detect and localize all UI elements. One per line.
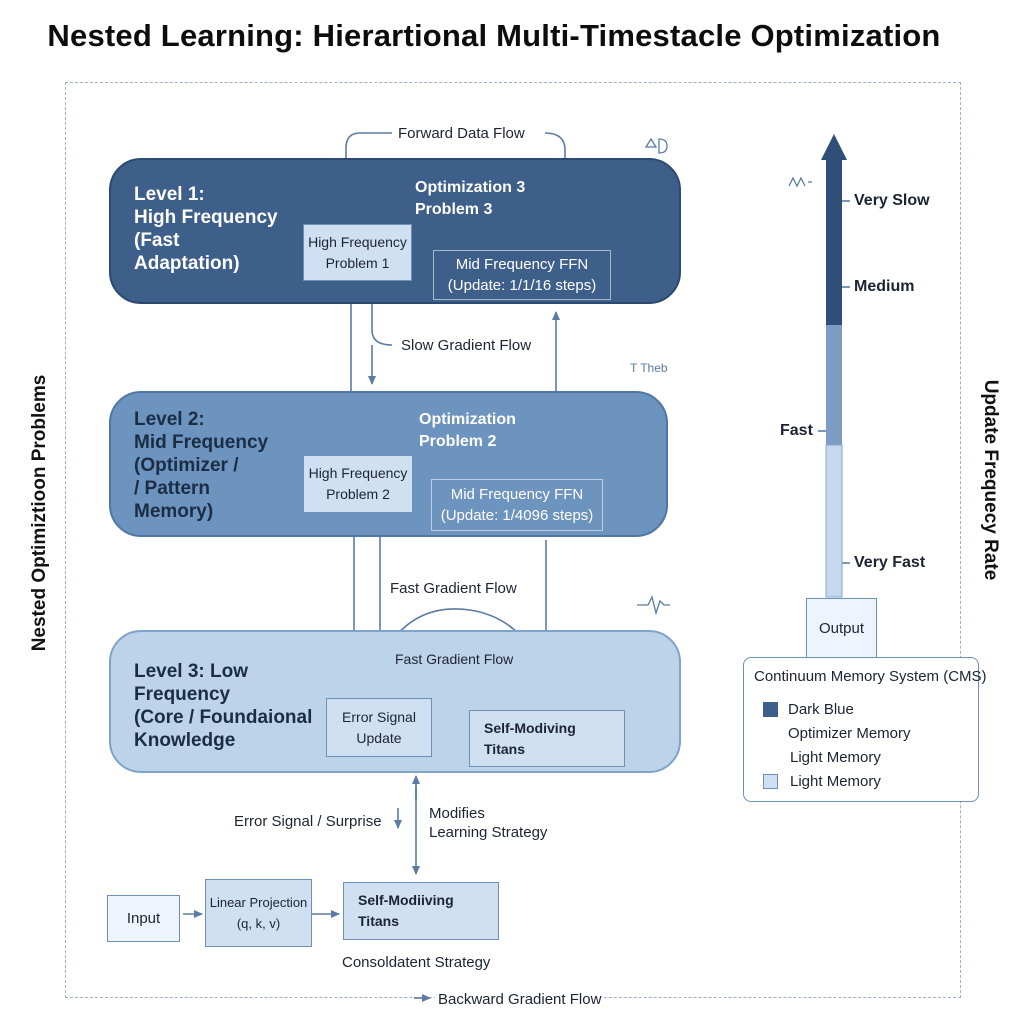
level-2-optimization-label: Optimization Problem 2 <box>419 411 516 450</box>
scale-label-very-fast: Very Fast <box>854 554 926 571</box>
fast-gradient-inner-label: Fast Gradient Flow <box>395 651 514 667</box>
level-3-title: Level 3: Low Frequency (Core / Foundaion… <box>134 661 313 751</box>
level-1-problem-box: High Frequency Problem 1 <box>303 224 412 281</box>
pulse-icon <box>637 595 670 616</box>
level-1-optimization-label: Optimization 3 Problem 3 <box>415 179 526 218</box>
legend-item-light-memory-a: Light Memory <box>790 749 881 766</box>
bottom-titans-box: Self-Modiiving Titans <box>343 882 499 940</box>
consolidate-label: Consoldatent Strategy <box>342 954 491 971</box>
forward-flow-arrow-left <box>342 132 392 221</box>
modifies-label: Modifies Learning Strategy <box>429 805 548 841</box>
t-then-label: T Theb <box>630 361 668 375</box>
level-1-ffn-box: Mid Frequency FFN (Update: 1/1/16 steps) <box>433 250 611 300</box>
level-2-title: Level 2: Mid Frequency (Optimizer / / Pa… <box>134 409 269 522</box>
fast-gradient-label: Fast Gradient Flow <box>390 579 517 598</box>
scale-label-medium: Medium <box>854 278 915 295</box>
level-1-title: Level 1: High Frequency (Fast Adaptation… <box>134 184 278 274</box>
slow-gradient-arrow <box>372 290 393 384</box>
wave-icon <box>788 176 812 188</box>
input-box: Input <box>107 895 180 942</box>
scale-arrowhead <box>821 134 847 160</box>
brain-icon <box>644 137 668 154</box>
diagram-title: Nested Learning: Hierartional Multi-Time… <box>47 18 941 53</box>
projection-box: Linear Projection (q, k, v) <box>205 879 312 947</box>
error-signal-label: Error Signal / Surprise <box>234 813 382 830</box>
output-box: Output <box>806 598 877 659</box>
level-2-problem-box: High Frequency Problem 2 <box>303 455 413 513</box>
level-2-ffn-box: Mid Frequency FFN (Update: 1/4096 steps) <box>431 479 603 531</box>
right-axis-label: Update Frequecy Rate <box>980 379 1001 581</box>
legend-swatch-dark <box>763 702 778 717</box>
legend-title: Continuum Memory System (CMS) <box>754 668 987 685</box>
cms-legend <box>743 657 979 802</box>
slow-gradient-label: Slow Gradient Flow <box>401 336 532 355</box>
legend-item-light-memory-b: Light Memory <box>790 773 881 790</box>
scale-label-fast: Fast <box>780 422 813 439</box>
level-3-titans-box: Self-Modiving Titans <box>469 710 625 767</box>
backward-flow-label: Backward Gradient Flow <box>435 990 605 1009</box>
frequency-scale-bar <box>821 134 847 598</box>
legend-item-dark-blue: Dark Blue <box>788 701 854 718</box>
level-3-error-box: Error Signal Update <box>326 698 432 757</box>
left-axis-label: Nested Optimiztioon Problems <box>29 374 50 652</box>
forward-flow-label: Forward Data Flow <box>398 124 525 143</box>
scale-label-very-slow: Very Slow <box>854 192 930 209</box>
legend-item-optimizer-memory: Optimizer Memory <box>788 725 911 742</box>
legend-swatch-light <box>763 774 778 789</box>
